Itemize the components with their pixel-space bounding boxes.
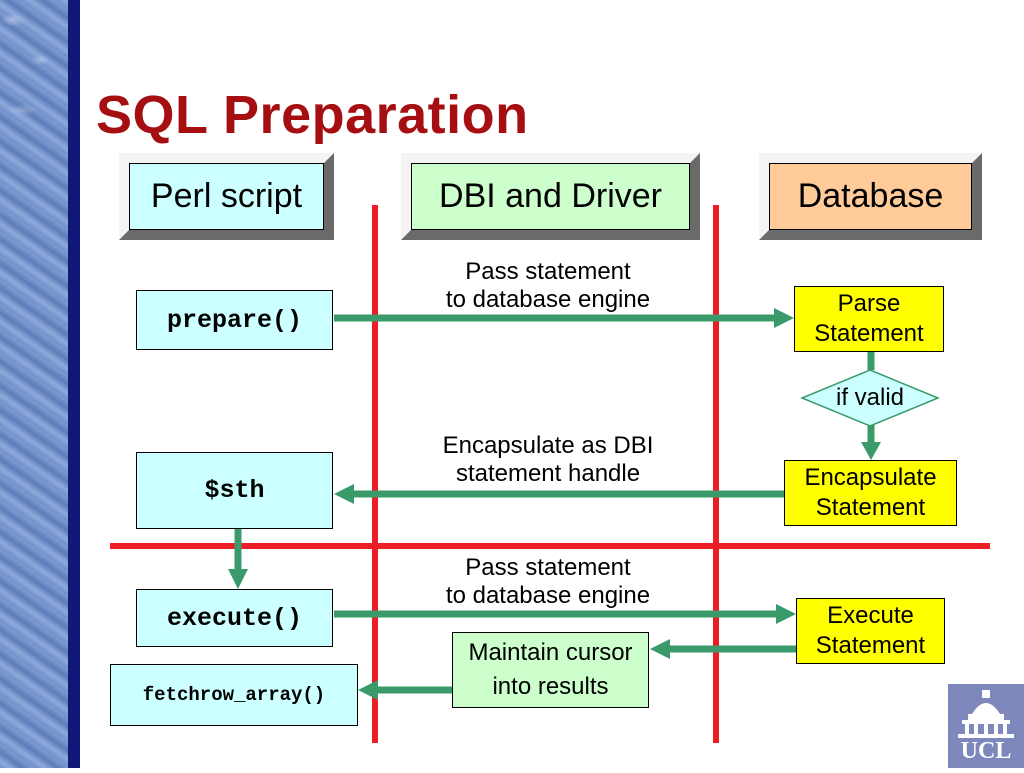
perl-script-label: Perl script bbox=[150, 177, 303, 215]
sidebar-edge bbox=[68, 0, 80, 768]
ucl-logo-text: UCL bbox=[960, 738, 1012, 764]
execute-box: execute() bbox=[136, 589, 333, 647]
pass-statement-label-2: Pass statement to database engine bbox=[445, 554, 651, 609]
ucl-dome-icon bbox=[958, 690, 1014, 738]
prepare-box: prepare() bbox=[136, 290, 333, 350]
fetchrow-array-box: fetchrow_array() bbox=[110, 664, 358, 726]
if-valid-diamond bbox=[800, 369, 940, 427]
divider-phase bbox=[110, 543, 990, 549]
dbi-driver-label: DBI and Driver bbox=[439, 177, 662, 215]
perl-script-header: Perl script bbox=[119, 153, 334, 240]
encapsulate-dbi-label: Encapsulate as DBI statement handle bbox=[442, 432, 654, 487]
sidebar-texture bbox=[0, 0, 68, 768]
database-header: Database bbox=[759, 153, 982, 240]
divider-dbi-database bbox=[713, 205, 719, 743]
if-valid-label: if valid bbox=[835, 384, 905, 411]
sth-box: $sth bbox=[136, 452, 333, 529]
dbi-driver-header: DBI and Driver bbox=[401, 153, 700, 240]
ucl-logo: UCL bbox=[948, 684, 1024, 768]
execute-statement-box: Execute Statement bbox=[796, 598, 945, 664]
maintain-cursor-box: Maintain cursor into results bbox=[452, 632, 649, 708]
database-label: Database bbox=[797, 177, 944, 215]
divider-perl-dbi bbox=[372, 205, 378, 743]
parse-statement-box: Parse Statement bbox=[794, 286, 944, 352]
encapsulate-statement-box: Encapsulate Statement bbox=[784, 460, 957, 526]
slide-title: SQL Preparation bbox=[96, 85, 529, 145]
pass-statement-label-1: Pass statement to database engine bbox=[445, 258, 651, 313]
